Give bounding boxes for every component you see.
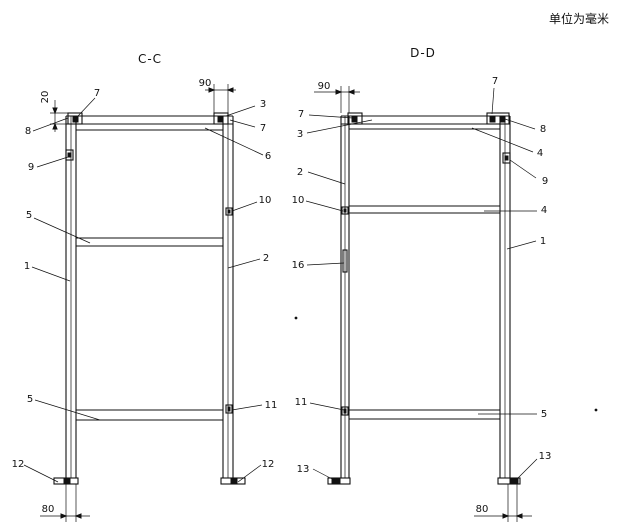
bottom-rail (349, 409, 500, 420)
callout-label: 10 (292, 195, 305, 206)
bottom-rail (76, 409, 223, 421)
rail-16 (342, 249, 348, 273)
callout-label: 10 (259, 195, 272, 206)
post-left (65, 116, 77, 478)
dim-label: 90 (318, 81, 331, 92)
middle-rail (349, 205, 500, 214)
callout-label: 3 (260, 99, 266, 110)
dim-top-width: 90 (314, 81, 360, 113)
view-title: C-C (138, 52, 162, 66)
callout-label: 7 (492, 76, 498, 87)
dim-label: 80 (42, 504, 55, 515)
dim-label: 20 (40, 91, 51, 104)
leaders (23, 97, 264, 483)
view-title: D-D (410, 46, 436, 60)
top-beam (341, 115, 510, 130)
callout-label: 2 (263, 253, 269, 264)
callout-label: 13 (539, 451, 552, 462)
foot-right (497, 477, 521, 485)
callout-label: 7 (260, 123, 266, 134)
scan-dot (594, 408, 598, 412)
post-right (222, 116, 234, 478)
callout-label: 8 (25, 126, 31, 137)
callout-label: 7 (298, 109, 304, 120)
corner-block-left (67, 112, 83, 125)
clip-11 (225, 404, 233, 414)
callout-label: 3 (297, 129, 303, 140)
middle-rail (76, 237, 223, 247)
callout-label: 5 (27, 394, 33, 405)
dim-label: 90 (199, 78, 212, 89)
corner-block-right (486, 112, 510, 125)
callout-label: 7 (94, 88, 100, 99)
leaders (305, 87, 538, 482)
callout-label: 4 (541, 205, 547, 216)
callout-label: 1 (540, 236, 546, 247)
callout-label: 8 (540, 124, 546, 135)
dim-top-width: 90 (199, 78, 236, 113)
view-c-c: C-C (12, 52, 278, 522)
corner-block-left (347, 112, 363, 125)
callout-label: 9 (28, 162, 34, 173)
callout-label: 12 (262, 459, 275, 470)
callouts: 8 7 3 7 9 6 10 5 2 1 5 11 12 12 (12, 88, 278, 470)
callout-label: 6 (265, 151, 271, 162)
unit-note: 单位为毫米 (548, 12, 609, 26)
corner-block-right (213, 112, 229, 125)
view-d-d: D-D (292, 46, 552, 522)
top-beam (66, 115, 233, 131)
callout-label: 5 (26, 210, 32, 221)
callout-label: 12 (12, 459, 25, 470)
scan-dot (294, 316, 298, 320)
callout-label: 11 (265, 400, 278, 411)
callout-label: 9 (542, 176, 548, 187)
post-left (340, 116, 350, 478)
callout-label: 16 (292, 260, 305, 271)
post-right (499, 116, 511, 478)
callout-label: 5 (541, 409, 547, 420)
callout-label: 4 (537, 148, 543, 159)
callout-label: 13 (297, 464, 310, 475)
bracket-9 (502, 152, 511, 164)
clip-11 (341, 406, 349, 416)
dim-label: 80 (476, 504, 489, 515)
bracket-9 (65, 149, 74, 161)
callout-label: 1 (24, 261, 30, 272)
dim-bottom-width: 80 (474, 484, 532, 522)
callouts: 7 7 8 3 4 2 9 10 4 1 16 11 5 13 13 (292, 76, 552, 475)
callout-label: 2 (297, 167, 303, 178)
dim-bottom-width: 80 (40, 484, 90, 522)
clip-10 (225, 207, 233, 216)
callout-label: 11 (295, 397, 308, 408)
